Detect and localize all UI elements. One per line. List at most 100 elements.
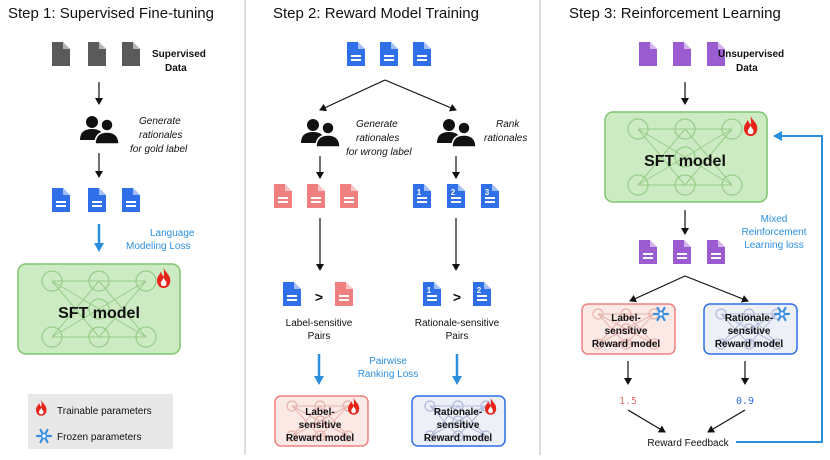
step2-ranked-documents: 1 2 3 xyxy=(413,184,499,208)
step2-branch-right xyxy=(384,79,457,112)
step1-annotate-line3: for gold label xyxy=(130,144,188,155)
step3-rationale-rm-line3: Reward model xyxy=(715,339,784,350)
document-icon xyxy=(707,240,725,264)
flame-icon xyxy=(744,116,758,136)
step2-right-pairs-line2: Pairs xyxy=(446,331,469,342)
document-icon: 1 xyxy=(413,184,431,208)
document-icon xyxy=(52,42,70,66)
step3-data-label-line1: Unsupervised xyxy=(718,49,784,60)
snowflake-icon xyxy=(773,306,791,322)
step2-label-pair xyxy=(283,282,353,306)
step3-label-rm-line2: sensitive xyxy=(605,326,648,337)
step2-left-compare: > xyxy=(315,289,323,305)
people-icon xyxy=(437,119,477,148)
document-icon: 2 xyxy=(447,184,465,208)
svg-text:1: 1 xyxy=(417,188,422,197)
step3-loss-line1: Mixed xyxy=(761,214,788,225)
step1-data-label-line1: Supervised xyxy=(152,49,206,60)
snowflake-icon xyxy=(35,428,53,444)
step3-label-rm-line1: Label- xyxy=(611,313,640,324)
flame-icon xyxy=(157,268,171,288)
step1-model-label: SFT model xyxy=(58,305,140,322)
step3-sft-model: SFT model xyxy=(604,111,768,203)
document-icon xyxy=(347,42,365,66)
document-icon: 1 xyxy=(423,282,441,306)
step3-arrow-left-score-to-feedback xyxy=(627,409,666,433)
document-icon xyxy=(88,42,106,66)
step1-network-graphic xyxy=(41,270,157,348)
step1-blue-documents xyxy=(52,188,140,212)
step2-loss-line1: Pairwise xyxy=(369,356,407,367)
step3-purple-output-documents xyxy=(639,240,725,264)
document-icon xyxy=(639,240,657,264)
step2-label-rm-line3: Reward model xyxy=(286,433,355,444)
step3-score-left: 1.5 xyxy=(619,396,637,407)
step3-title: Step 3: Reinforcement Learning xyxy=(569,5,781,22)
people-icon xyxy=(80,116,120,145)
step3-loss-line3: Learning loss xyxy=(744,240,803,251)
step2-left-annotate-line1: Generate xyxy=(356,119,398,130)
step2-loss-line2: Ranking Loss xyxy=(358,369,419,380)
step3-network-graphic xyxy=(627,118,743,196)
svg-text:1: 1 xyxy=(427,286,432,295)
document-icon xyxy=(707,42,725,66)
svg-text:3: 3 xyxy=(485,188,490,197)
flame-icon xyxy=(485,398,497,415)
step1-gray-documents xyxy=(52,42,140,66)
step1-sft-model: SFT model xyxy=(17,263,181,355)
step2-left-annotate-line2: rationales xyxy=(356,133,399,144)
document-icon xyxy=(673,42,691,66)
step3-rationale-rm-line2: sensitive xyxy=(728,326,771,337)
step2-left-people-icon xyxy=(301,119,341,148)
step2-left-pairs-line2: Pairs xyxy=(308,331,331,342)
step3-branch-left xyxy=(629,275,686,303)
svg-text:2: 2 xyxy=(477,286,482,295)
svg-text:2: 2 xyxy=(451,188,456,197)
document-icon xyxy=(639,42,657,66)
step3-label-reward-model: Label- sensitive Reward model xyxy=(581,303,676,355)
step3-label-rm-line3: Reward model xyxy=(592,339,661,350)
step3-purple-documents xyxy=(639,42,725,66)
step2-branch-left xyxy=(319,79,386,112)
flame-icon xyxy=(348,398,360,415)
document-icon xyxy=(340,184,358,208)
step2-title: Step 2: Reward Model Training xyxy=(273,5,479,22)
document-icon xyxy=(335,282,353,306)
document-icon xyxy=(122,42,140,66)
step2-label-rm-line1: Label- xyxy=(305,407,334,418)
step2-rationale-reward-model: Rationale- sensitive Reward model xyxy=(411,395,506,447)
step3-arrow-right-score-to-feedback xyxy=(707,409,746,433)
flame-icon xyxy=(36,400,47,416)
step2-label-reward-model: Label- sensitive Reward model xyxy=(274,395,369,447)
step2-label-rm-line2: sensitive xyxy=(299,420,342,431)
legend-frozen: Frozen parameters xyxy=(57,432,141,443)
step1-people-icon xyxy=(80,116,120,145)
document-icon xyxy=(307,184,325,208)
step2-right-compare: > xyxy=(453,289,461,305)
step3-loss-line2: Reinforcement xyxy=(741,227,806,238)
step3-data-label-line2: Data xyxy=(736,63,758,74)
step2-left-pairs-line1: Label-sensitive xyxy=(286,318,353,329)
step3-rationale-rm-line1: Rationale- xyxy=(725,313,773,324)
step1-annotate-line1: Generate xyxy=(139,116,181,127)
step3-model-label: SFT model xyxy=(644,153,726,170)
step2-blue-documents xyxy=(347,42,431,66)
step2-rationale-rm-line3: Reward model xyxy=(424,433,493,444)
document-icon xyxy=(88,188,106,212)
step3-rationale-reward-model: Rationale- sensitive Reward model xyxy=(703,303,798,355)
step2-right-annotate-line1: Rank xyxy=(496,119,520,130)
step3-score-right: 0.9 xyxy=(736,396,754,407)
document-icon xyxy=(274,184,292,208)
step2-left-annotate-line3: for wrong label xyxy=(346,147,412,158)
document-icon xyxy=(283,282,301,306)
document-icon xyxy=(673,240,691,264)
document-icon xyxy=(122,188,140,212)
step3-feedback-loop-arrow xyxy=(736,131,823,443)
step1-loss-line1: Language xyxy=(150,228,195,239)
step2-red-documents xyxy=(274,184,358,208)
snowflake-icon xyxy=(652,306,670,322)
step2-right-annotate-line2: rationales xyxy=(484,133,527,144)
